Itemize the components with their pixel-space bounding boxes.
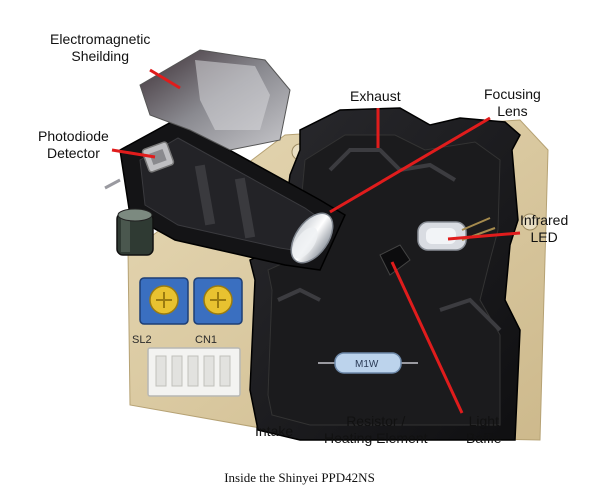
label-resistor-heating-element: Resistor / Heating Element xyxy=(324,413,428,446)
detector-partition xyxy=(194,164,216,226)
chamber-wall xyxy=(277,287,321,302)
label-focusing-lens: Focusing Lens xyxy=(484,86,541,119)
callout-lines xyxy=(111,68,521,414)
label-exhaust: Exhaust xyxy=(350,88,401,104)
potentiometer-right xyxy=(193,277,243,325)
pcb-label-cn1: CN1 xyxy=(195,334,217,346)
callout-line-led xyxy=(447,231,521,241)
heating-resistor: M1W xyxy=(318,352,418,374)
callout-line-shielding xyxy=(149,68,181,90)
label-photodiode-detector: Photodiode Detector xyxy=(38,128,109,161)
chamber-wall xyxy=(328,148,457,182)
callout-line-lens xyxy=(329,116,491,214)
label-infrared-led: Infrared LED xyxy=(520,212,569,245)
pcb-label-sl2: SL2 xyxy=(132,334,152,346)
potentiometer-left xyxy=(139,277,189,325)
callout-line-baffle xyxy=(390,261,464,414)
light-baffle xyxy=(379,244,411,276)
photodiode-detector xyxy=(141,141,175,173)
figure-caption: Inside the Shinyei PPD42NS xyxy=(224,470,375,485)
focusing-lens xyxy=(290,212,334,264)
detector-partition xyxy=(234,177,256,239)
label-electromagnetic-shielding: Electromagnetic Sheilding xyxy=(50,31,151,64)
capacitor xyxy=(116,208,154,256)
em-shielding xyxy=(104,49,291,190)
label-light-baffle: Light Baffle xyxy=(466,413,502,446)
chamber-wall xyxy=(439,297,502,332)
label-intake: Intake xyxy=(255,423,294,439)
pcb-mounting-hole xyxy=(521,213,539,231)
callout-line-photodiode xyxy=(111,148,156,159)
white-connector xyxy=(147,347,241,397)
resistor-code: M1W xyxy=(355,359,379,370)
infrared-led xyxy=(417,217,496,251)
